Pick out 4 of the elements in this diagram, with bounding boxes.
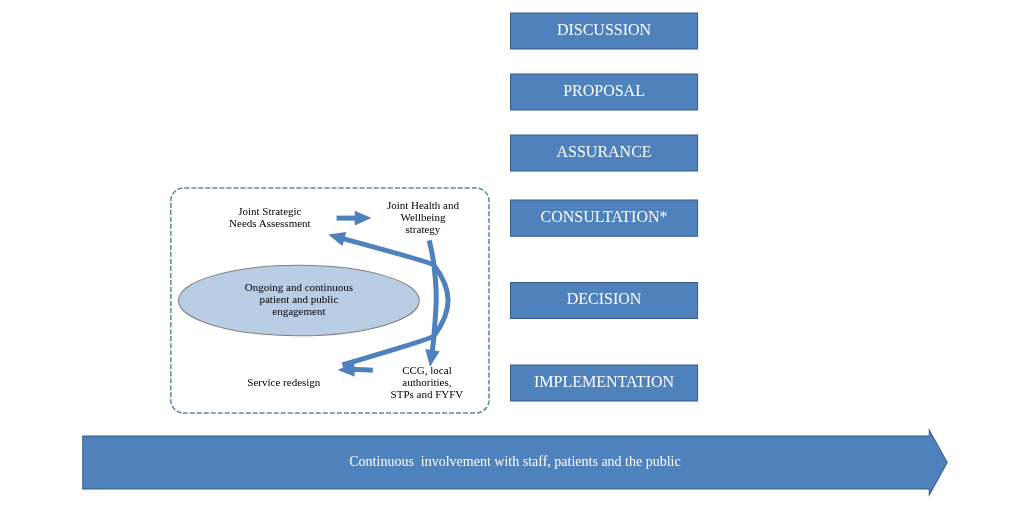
node-text: Service redesign: [246, 375, 320, 388]
node-text: Joint Strategic Needs Assessment: [228, 204, 311, 229]
node-text: CCG, local authorities, STPs and FYFV: [390, 363, 463, 400]
node-text: Joint Health and Wellbeing strategy: [386, 198, 459, 235]
